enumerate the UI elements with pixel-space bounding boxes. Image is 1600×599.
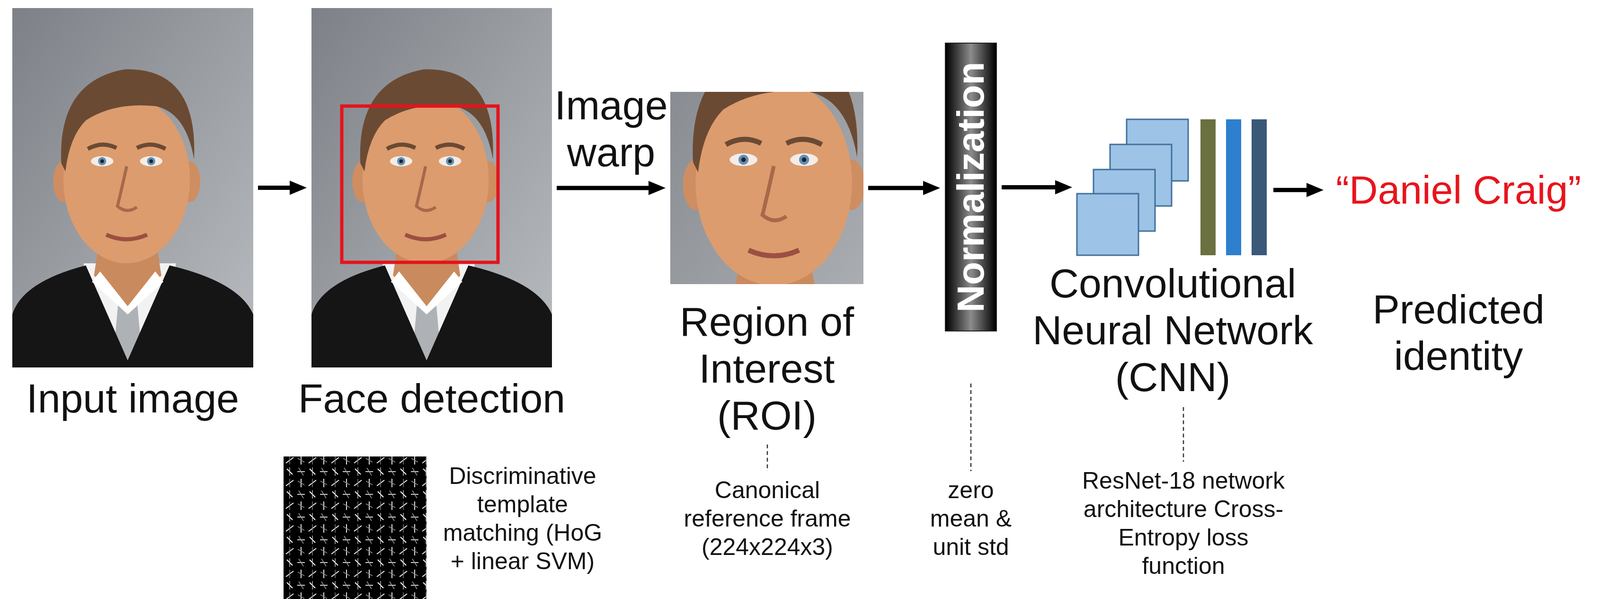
dense-layer (1251, 119, 1267, 256)
dense-layer (1200, 119, 1216, 256)
cnn-node: Convolutional Neural Network (CNN) (1076, 119, 1269, 256)
node-caption: Region of Interest (ROI) (672, 298, 862, 439)
hog-background (283, 456, 427, 599)
node-caption: Input image (26, 374, 240, 422)
detection-box (341, 106, 498, 263)
dense-layer (1226, 119, 1242, 256)
flow-arrow (257, 185, 290, 190)
leader-line (1182, 407, 1185, 462)
normalization-note: zero mean & unit std (918, 475, 1023, 561)
hog-cells (283, 456, 427, 599)
node-caption: Face detection (298, 374, 566, 422)
portrait-copy (311, 8, 552, 368)
leader-line (970, 383, 972, 472)
method-note: Discriminative template matching (HoG + … (435, 461, 611, 576)
leader-line (766, 444, 769, 472)
flow-arrow (1001, 185, 1056, 190)
detection-photo (311, 8, 552, 368)
flow-arrow (868, 186, 924, 191)
face-detection-node: Face detection (311, 8, 552, 368)
cnn-icon (1076, 119, 1267, 256)
roi-node: Region of Interest (ROI) (670, 91, 864, 285)
hog-template (283, 456, 427, 599)
input-photo (12, 8, 254, 368)
normalization-bar: Normalization (944, 42, 997, 332)
flow-arrow (556, 186, 649, 191)
node-caption: Convolutional Neural Network (CNN) (1021, 259, 1325, 401)
bar-label: Normalization (951, 62, 990, 313)
architecture-note: ResNet-18 network architecture Cross-Ent… (1076, 466, 1290, 580)
input-image-node: Input image (12, 8, 254, 368)
node-caption: Predicted identity (1359, 285, 1558, 380)
portrait-copy (12, 8, 254, 368)
prediction-text: “Daniel Craig” (1335, 167, 1582, 214)
prediction-node: “Daniel Craig”Predicted identity (1328, 165, 1589, 215)
edge-label: Image warp (551, 81, 671, 176)
flow-arrow (1273, 187, 1307, 193)
frame-note: Canonical reference frame (224x224x3) (672, 475, 863, 561)
feature-map (1076, 193, 1139, 256)
